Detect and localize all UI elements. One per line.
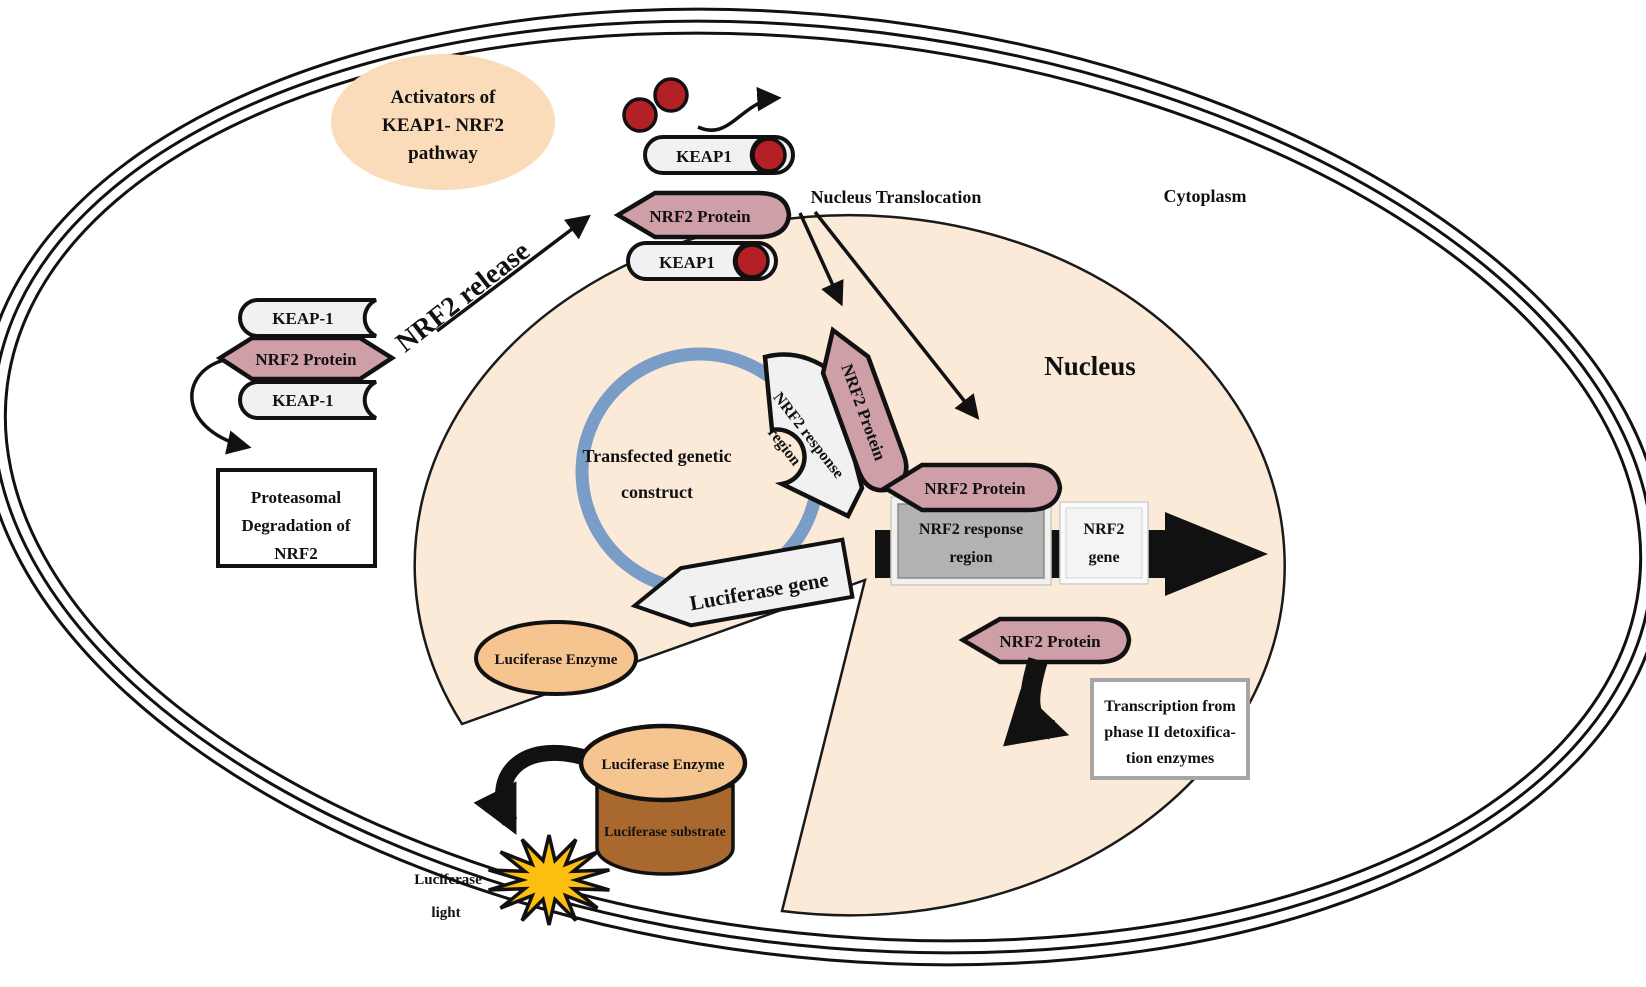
nrf2-free-hexagon [613,190,792,240]
keap1-capsule-bottom-label: KEAP1 [659,253,715,272]
light-emission-arrow [473,744,586,835]
degradation-arrow [190,358,252,455]
activators-ellipse [331,54,555,190]
light-label: light [431,905,460,921]
signal-molecule-icon [734,243,770,279]
complex-nrf2-label: NRF2 Protein [255,350,357,369]
luciferase-enzyme-label: Luciferase Enzyme [495,652,618,668]
proteasomal-label: NRF2 [274,544,317,563]
signal-molecule-icon [751,137,787,173]
transcription-flow-arrow [1003,657,1070,747]
nucleus-label: Nucleus [1044,351,1136,381]
keap1-capsule-bottom [626,241,778,281]
activator-arrow [697,86,782,132]
activators-label: Activators of [391,87,497,108]
proteasomal-box [216,468,377,568]
complex-keap-bottom-label: KEAP-1 [272,391,333,410]
luciferase-enzyme-ellipse [474,620,638,696]
response-box-label: region [949,549,992,566]
response-box-label: NRF2 response [919,521,1023,538]
keap1-capsule-top [643,135,795,175]
luciferase-enzyme-stacked-label: Luciferase Enzyme [602,757,725,773]
substrate-label: Luciferase substrate [604,825,726,840]
translocation-arrow-1 [798,212,844,307]
plasmid-label: construct [621,482,693,502]
activators-label: KEAP1- NRF2 [382,115,504,136]
transcription-label: phase II detoxifica- [1104,724,1236,741]
translocation-arrow-2 [813,210,980,420]
complex-keap-top-label: KEAP-1 [272,309,333,328]
gene-box-label: gene [1088,549,1119,566]
translocation-label: Nucleus Translocation [811,187,982,207]
light-burst-icon [488,834,610,926]
nrf2-nucleus-label: NRF2 Protein [924,479,1026,498]
transcription-label: tion enzymes [1126,750,1214,767]
nrf2-lower-hexagon [958,616,1132,665]
nrf2-release-arrow [435,214,591,333]
proteasomal-label: Degradation of [241,516,350,535]
light-label: Luciferase [414,872,482,888]
proteasomal-label: Proteasomal [251,488,342,507]
release-label: NRF2 release [390,236,536,359]
nrf2-gene-box [1059,501,1149,585]
luciferase-gene-arrow [630,537,855,628]
nrf2-free-label: NRF2 Protein [649,207,751,226]
luciferase-reaction-stack [578,723,748,876]
activators-label: pathway [408,143,478,164]
cytoplasm-label: Cytoplasm [1163,186,1246,206]
transcription-label: Transcription from [1104,698,1236,715]
keap1-nrf2-complex [215,298,397,420]
plasmid-label: Transfected genetic [582,446,731,466]
keap1-capsule-top-label: KEAP1 [676,147,732,166]
signal-molecule-icon [653,77,689,113]
nrf2-nucleus-hexagon [880,462,1063,513]
transcription-box [1090,678,1250,780]
signal-molecule-icon [622,97,658,133]
gene-box-label: NRF2 [1084,521,1125,538]
nrf2-lower-label: NRF2 Protein [999,632,1101,651]
